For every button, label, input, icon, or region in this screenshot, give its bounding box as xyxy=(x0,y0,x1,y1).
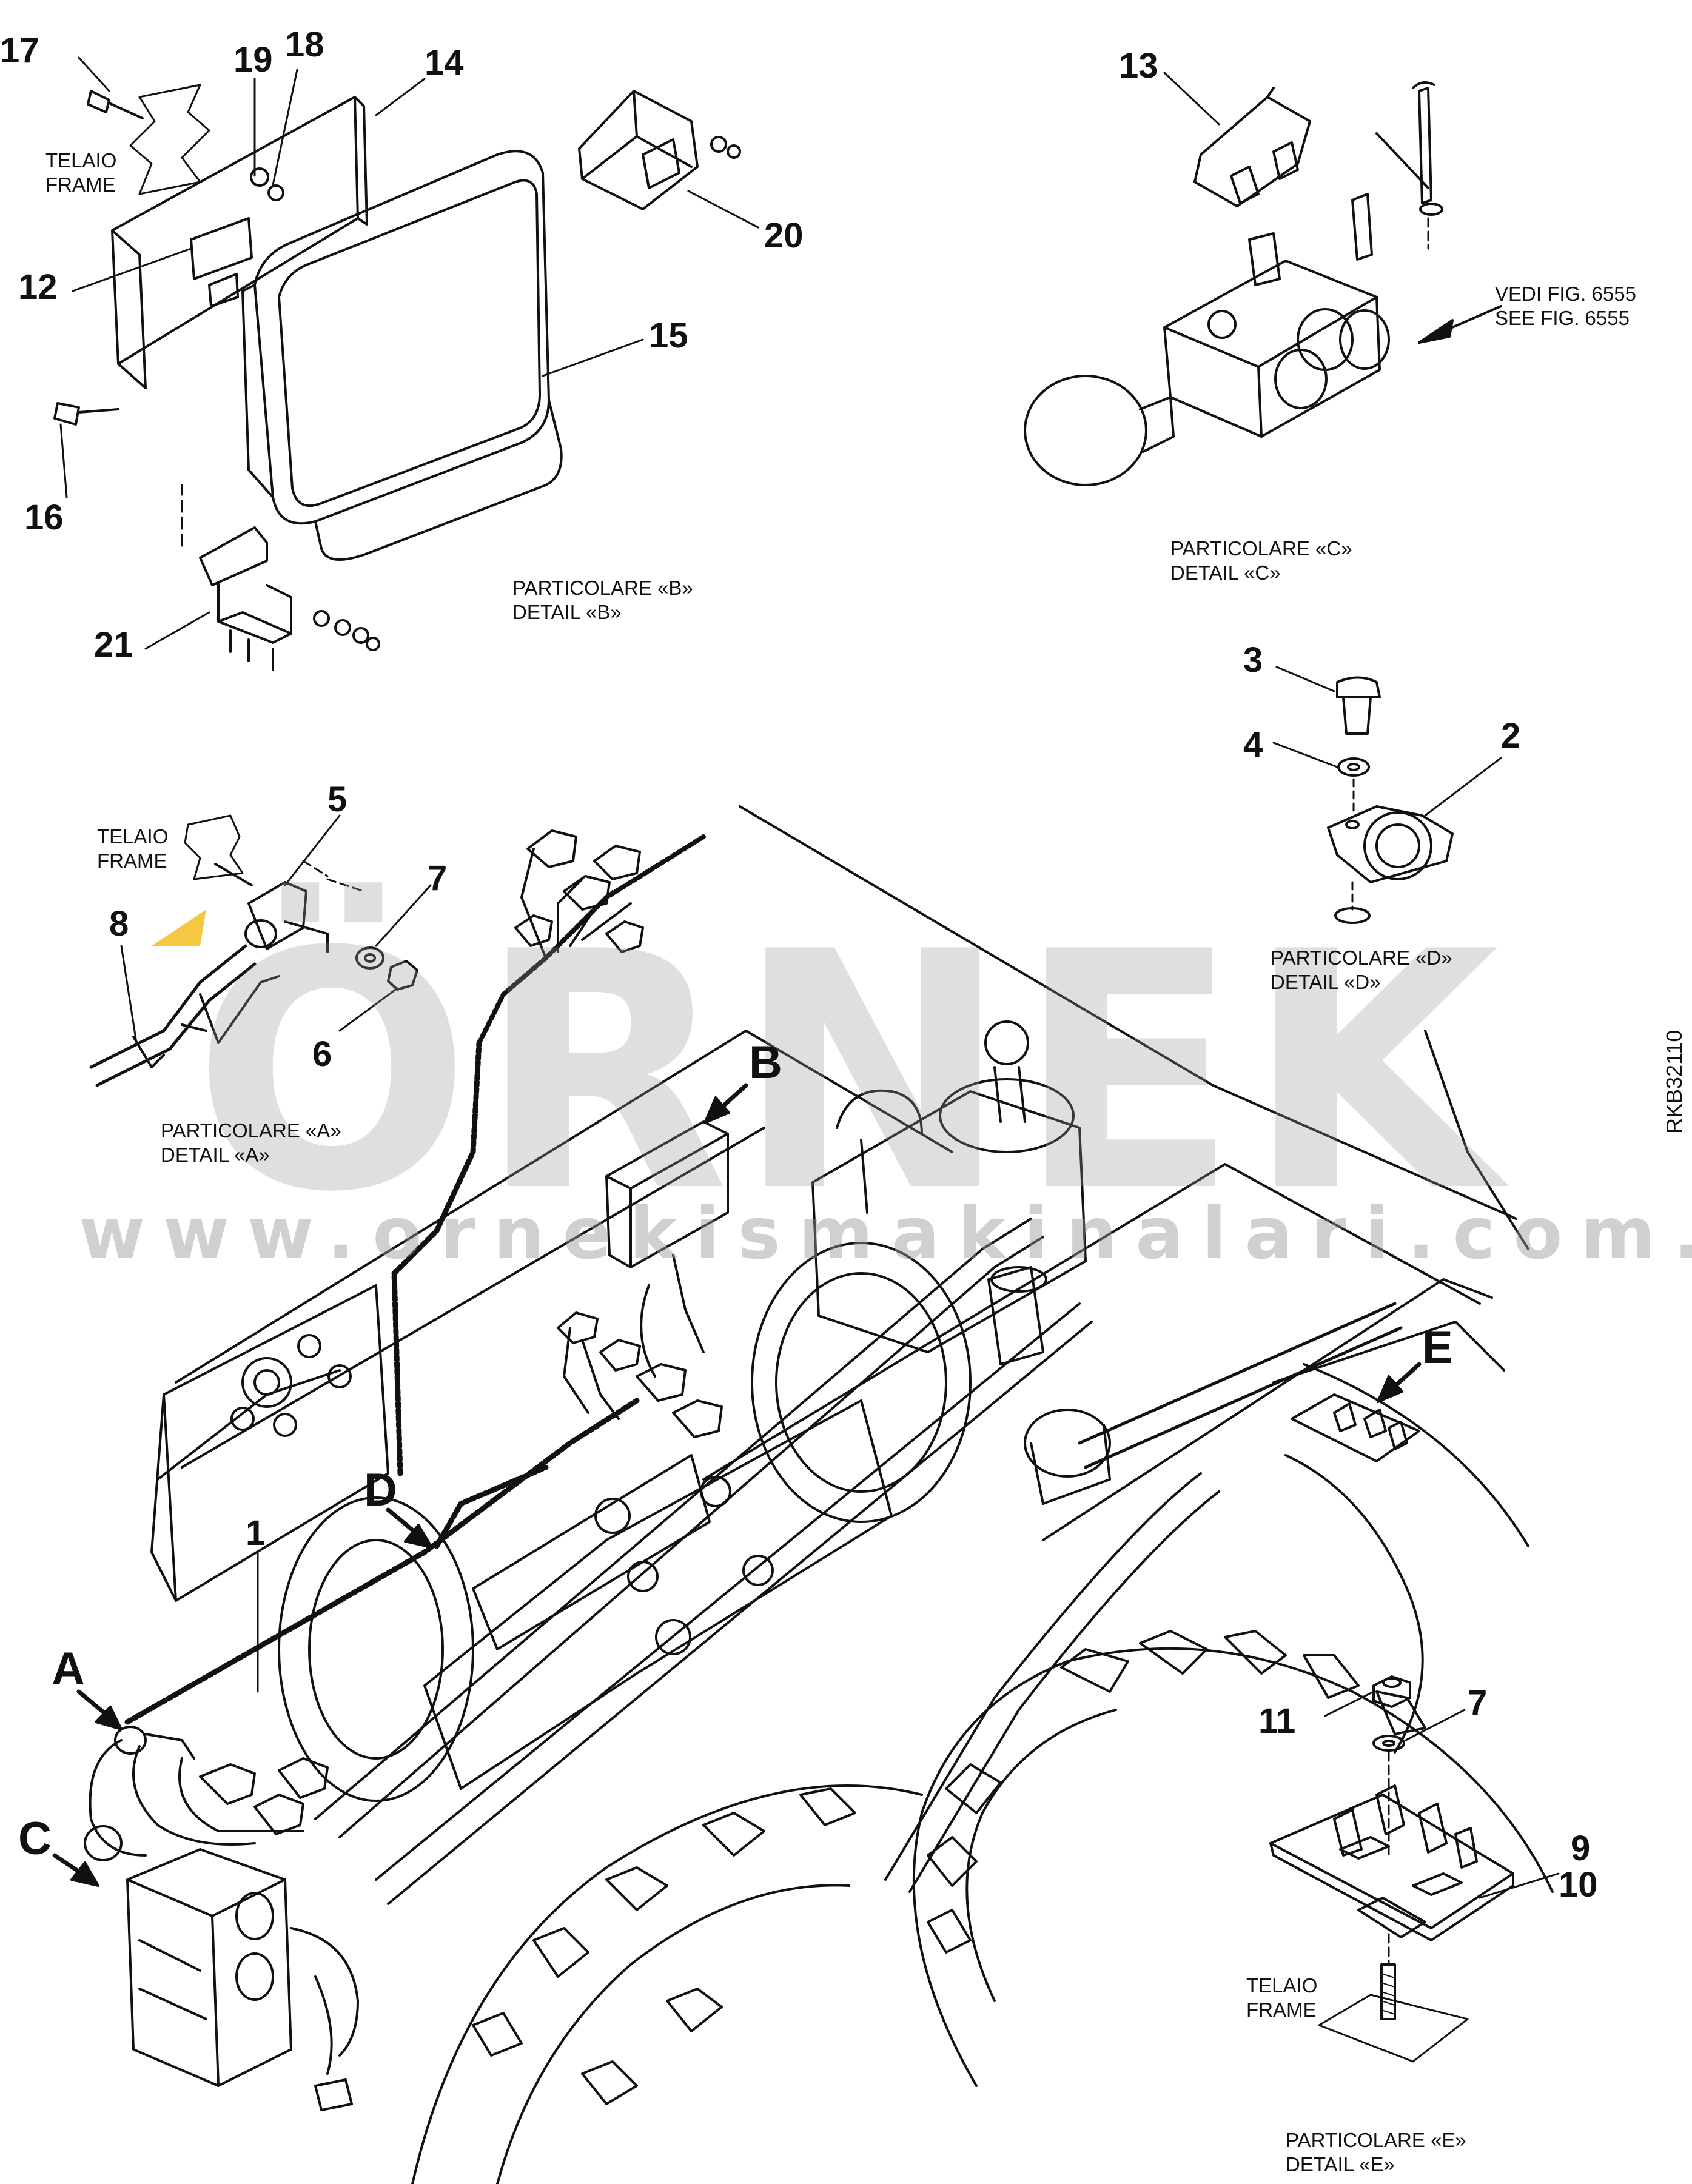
drawing-code: RKB32110 xyxy=(1662,1030,1687,1134)
watermark-url: www.ornekismakinalari.com.tr xyxy=(79,1191,1692,1275)
callout-14: 14 xyxy=(425,43,464,82)
detail-tag-c: C xyxy=(18,1813,52,1864)
callout-13: 13 xyxy=(1119,46,1158,85)
detail-tag-d: D xyxy=(364,1464,397,1516)
callout-10: 10 xyxy=(1559,1865,1598,1904)
caption-detail-c: PARTICOLARE «C»DETAIL «C» xyxy=(1170,537,1352,585)
detail-tag-e: E xyxy=(1422,1322,1453,1373)
machine-assembly-drawing xyxy=(52,805,1554,2184)
callout-1: 1 xyxy=(246,1513,266,1553)
detail-b-drawing xyxy=(53,56,759,671)
callout-11: 11 xyxy=(1258,1701,1296,1741)
caption-detail-a: PARTICOLARE «A»DETAIL «A» xyxy=(161,1119,341,1167)
callout-19: 19 xyxy=(233,40,273,79)
callout-18: 18 xyxy=(285,25,324,64)
detail-tag-b: B xyxy=(749,1037,782,1088)
callout-21: 21 xyxy=(94,625,133,665)
callout-6: 6 xyxy=(312,1034,332,1074)
callout-20: 20 xyxy=(764,216,804,255)
caption-detail-d: PARTICOLARE «D»DETAIL «D» xyxy=(1271,946,1452,994)
callout-12: 12 xyxy=(18,267,58,307)
caption-detail-b: PARTICOLARE «B»DETAIL «B» xyxy=(512,577,693,624)
caption-detail-e: PARTICOLARE «E»DETAIL «E» xyxy=(1286,2129,1466,2176)
callout-7-detail-a: 7 xyxy=(428,859,448,898)
detail-c-drawing xyxy=(1024,72,1502,486)
callout-17: 17 xyxy=(0,31,39,70)
callout-3: 3 xyxy=(1243,640,1263,680)
watermark-brand: ÖRNEK xyxy=(192,883,1506,1264)
callout-4: 4 xyxy=(1243,725,1263,765)
callout-7-detail-e: 7 xyxy=(1468,1683,1488,1723)
callout-2: 2 xyxy=(1501,716,1521,755)
callout-15: 15 xyxy=(649,316,688,355)
detail-e-drawing xyxy=(1269,1675,1560,2063)
callout-9: 9 xyxy=(1571,1829,1591,1868)
detail-a-drawing xyxy=(89,814,432,1087)
callout-8: 8 xyxy=(109,904,129,943)
detail-tag-a: A xyxy=(52,1643,85,1695)
callout-5: 5 xyxy=(327,780,347,819)
callout-16: 16 xyxy=(24,498,64,537)
detail-d-drawing xyxy=(1272,666,1502,924)
